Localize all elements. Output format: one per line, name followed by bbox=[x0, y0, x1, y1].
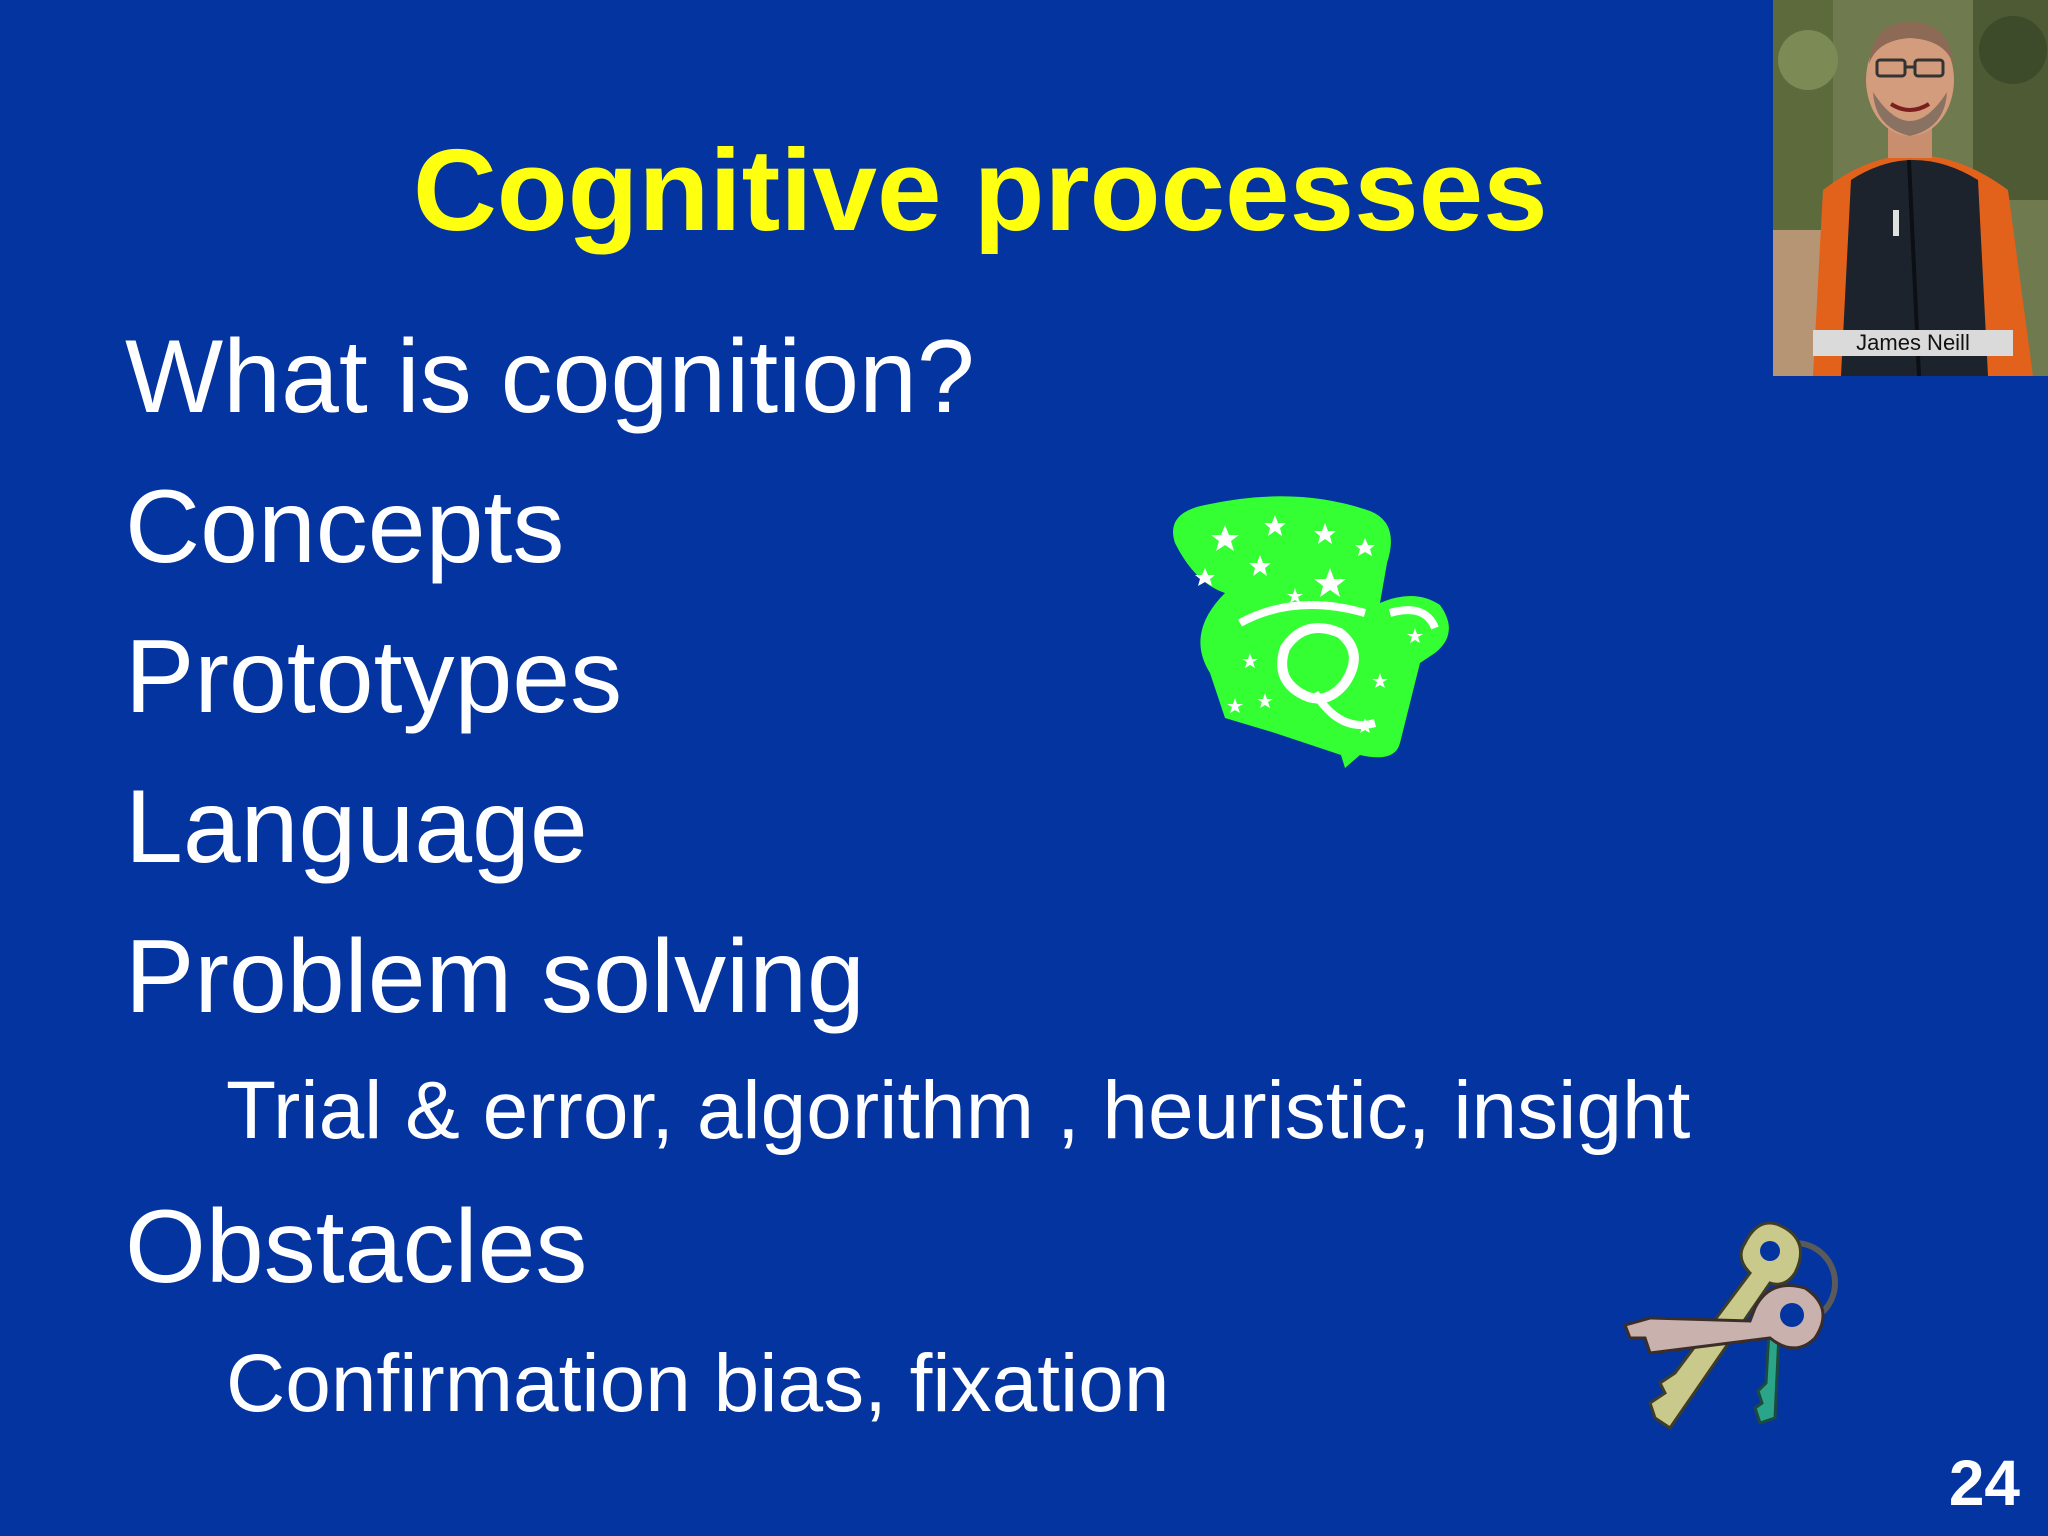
presenter-photo-image bbox=[1773, 0, 2048, 376]
bullet-prototypes: Prototypes bbox=[125, 619, 623, 735]
presenter-photo: James Neill bbox=[1773, 0, 2048, 376]
sub-bullet-obstacle-types: Confirmation bias, fixation bbox=[226, 1338, 1170, 1429]
sub-bullet-problem-solving-methods: Trial & error, algorithm , heuristic, in… bbox=[226, 1065, 1691, 1156]
presenter-name-caption: James Neill bbox=[1813, 330, 2013, 356]
keys-icon bbox=[1623, 1221, 1838, 1431]
armchair-icon bbox=[1173, 496, 1449, 768]
bullet-language: Language bbox=[125, 769, 588, 885]
page-number: 24 bbox=[1948, 1447, 2020, 1519]
slide-title: Cognitive processes bbox=[413, 125, 1548, 255]
bullet-obstacles: Obstacles bbox=[125, 1189, 588, 1305]
bullet-concepts: Concepts bbox=[125, 469, 565, 585]
bullet-problem-solving: Problem solving bbox=[125, 919, 865, 1035]
bullet-what-is-cognition: What is cognition? bbox=[125, 319, 975, 435]
